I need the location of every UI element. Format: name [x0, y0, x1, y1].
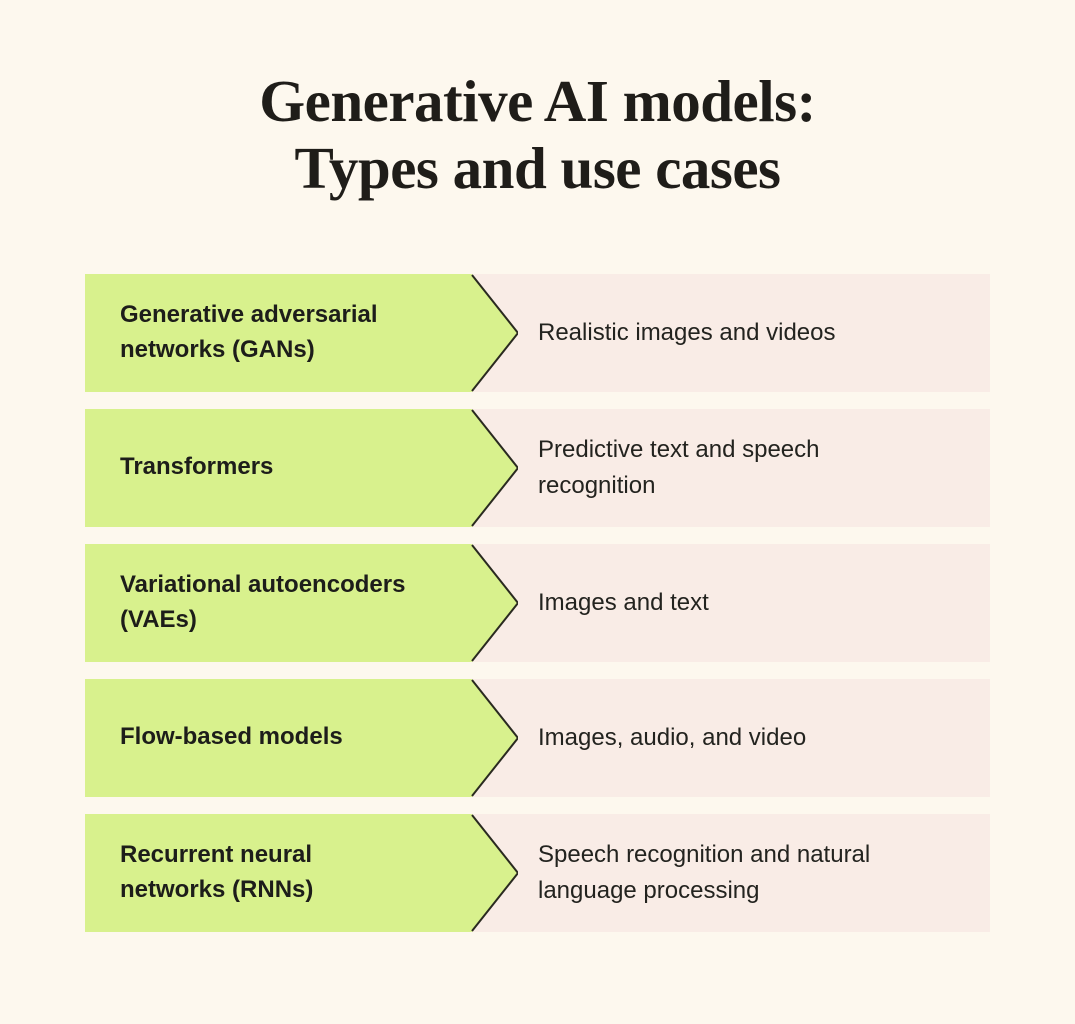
arrow-fill-shape — [85, 408, 518, 527]
usecase-box: Images and text — [470, 543, 990, 662]
page-title: Generative AI models: Types and use case… — [259, 68, 816, 202]
model-label: Recurrent neural networks (RNNs) — [120, 840, 314, 903]
model-arrow-shape — [85, 678, 518, 797]
chevron-right-icon — [471, 543, 518, 662]
model-arrow-shape — [85, 408, 518, 527]
arrow-fill-shape — [85, 678, 518, 797]
model-label: Variational autoencoders (VAEs) — [120, 570, 406, 633]
model-arrow-shape — [85, 543, 518, 662]
model-arrow-shape — [85, 273, 518, 392]
arrow-fill-shape — [85, 273, 518, 392]
usecase-box: Predictive text and speech recognition — [470, 408, 990, 527]
model-label: Generative adversarial networks (GANs) — [120, 300, 378, 363]
model-label: Transformers — [120, 453, 274, 481]
usecase-box: Realistic images and videos — [470, 273, 990, 392]
table-row-transformers: Predictive text and speech recognition T… — [85, 408, 990, 527]
chevron-right-icon — [471, 678, 518, 797]
usecase-box: Images, audio, and video — [470, 678, 990, 797]
usecase-text: Images and text — [538, 588, 709, 616]
table-row-flow-based: Images, audio, and video Flow-based mode… — [85, 678, 990, 797]
usecase-box: Speech recognition and natural language … — [470, 813, 990, 932]
arrow-fill-shape — [85, 813, 518, 932]
model-rows: Realistic images and videos Generative a… — [85, 273, 990, 932]
model-arrow-shape — [85, 813, 518, 932]
table-row-gans: Realistic images and videos Generative a… — [85, 273, 990, 392]
usecase-text: Predictive text and speech recognition — [538, 435, 820, 499]
usecase-text: Realistic images and videos — [538, 318, 836, 346]
table-row-rnns: Speech recognition and natural language … — [85, 813, 990, 932]
arrow-fill-shape — [85, 543, 518, 662]
usecase-text: Images, audio, and video — [538, 723, 807, 751]
chevron-right-icon — [471, 273, 518, 392]
table-row-vaes: Images and text Variational autoencoders… — [85, 543, 990, 662]
usecase-text: Speech recognition and natural language … — [538, 840, 871, 904]
chevron-right-icon — [471, 408, 518, 527]
chevron-right-icon — [471, 813, 518, 932]
model-label: Flow-based models — [120, 723, 343, 751]
